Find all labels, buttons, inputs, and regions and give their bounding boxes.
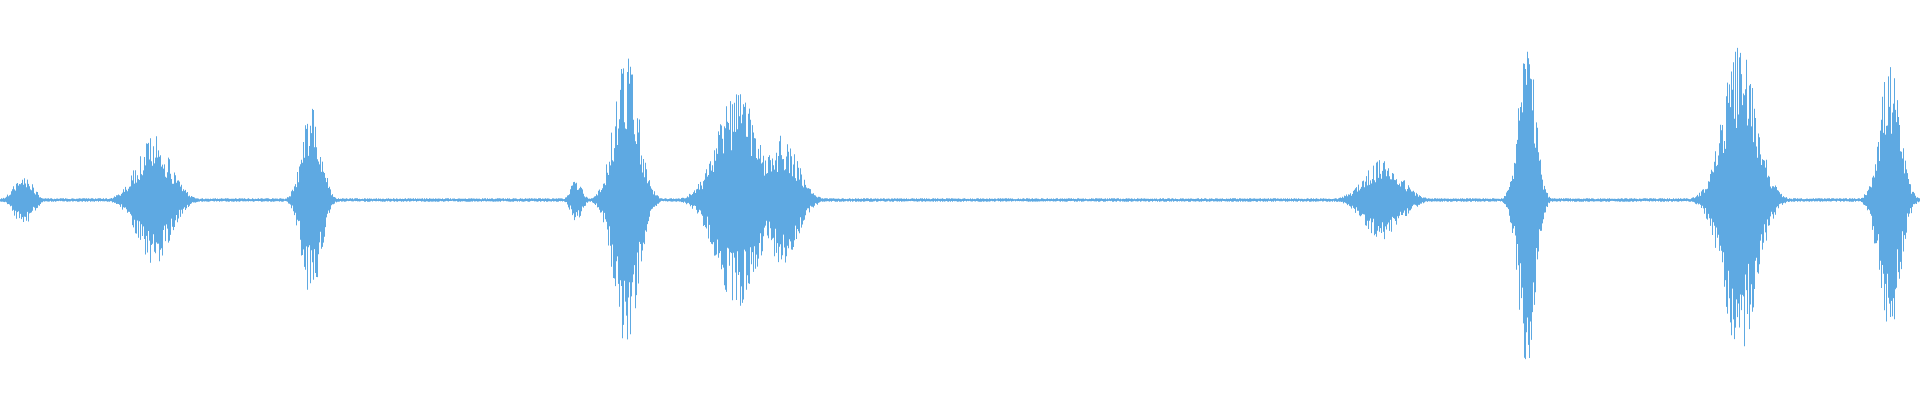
waveform-samples [0, 47, 1920, 360]
waveform-path [0, 47, 1920, 360]
